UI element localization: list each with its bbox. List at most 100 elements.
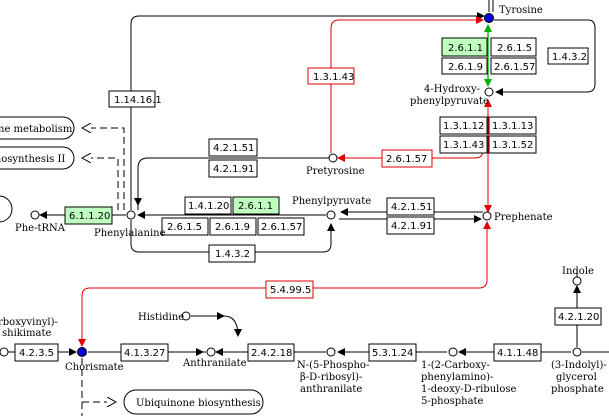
enzyme-2-6-1-5-tyr[interactable]: 2.6.1.5: [490, 37, 537, 57]
compound-carboxyvinyl-shikimate[interactable]: [0, 347, 9, 357]
enzyme-1-4-3-2-phe[interactable]: 1.4.3.2: [208, 244, 256, 263]
enzyme-4-2-1-91-a[interactable]: 4.2.1.91: [208, 159, 258, 178]
label-indole: Indole: [562, 266, 594, 277]
map-biosynthesis[interactable]: iosynthesis II: [0, 146, 75, 170]
enzyme-label: 6.1.1.20: [69, 211, 110, 222]
enzyme-label: 2.6.1.9: [215, 222, 250, 233]
enzyme-1-3-1-43[interactable]: 1.3.1.43: [439, 135, 488, 154]
reaction-histidine-curve: [223, 315, 242, 337]
enzyme-2-6-1-5-phe[interactable]: 2.6.1.5: [161, 217, 209, 236]
enzyme-2-6-1-1-tyr[interactable]: 2.6.1.1: [441, 37, 488, 57]
compound-prpa[interactable]: [326, 347, 336, 357]
enzyme-4-2-1-51-b[interactable]: 4.2.1.51: [386, 197, 435, 216]
enzyme-label: 1.3.1.52: [492, 140, 533, 151]
enzyme-2-4-2-18[interactable]: 2.4.2.18: [247, 343, 295, 362]
enzyme-5-4-99-5[interactable]: 5.4.99.5: [265, 280, 314, 299]
enzyme-label: 2.6.1.9: [448, 62, 483, 73]
label-prephenate: Prephenate: [494, 212, 553, 223]
enzyme-label: 1.4.3.2: [552, 52, 587, 63]
enzyme-1-3-1-52[interactable]: 1.3.1.52: [488, 135, 537, 154]
compound-phe-trna[interactable]: [30, 210, 40, 220]
label-cdrp-1: 1-(2-Carboxy-: [421, 360, 490, 371]
enzyme-4-1-1-48[interactable]: 4.1.1.48: [493, 343, 542, 362]
enzyme-2-6-1-57-pre[interactable]: 2.6.1.57: [381, 149, 433, 168]
enzyme-4-1-3-27[interactable]: 4.1.3.27: [120, 343, 169, 362]
enzyme-4-2-1-20[interactable]: 4.2.1.20: [554, 307, 602, 326]
enzyme-label: 1.3.1.12: [443, 121, 484, 132]
compound-igp[interactable]: [572, 347, 582, 357]
label-histidine: Histidine: [138, 312, 184, 323]
compound-hydroxyphenylpyruvate[interactable]: [484, 87, 494, 97]
label-anthranilate: Anthranilate: [182, 358, 247, 369]
label-prpa-1: N-(5-Phospho-: [297, 360, 369, 371]
enzyme-1-3-1-12[interactable]: 1.3.1.12: [439, 116, 488, 135]
link-biosynthesis: [82, 158, 119, 210]
reaction-pretyr-tyr: [330, 16, 484, 153]
enzyme-1-4-3-2-tyr[interactable]: 1.4.3.2: [547, 47, 589, 65]
enzyme-2-6-1-57-tyr[interactable]: 2.6.1.57: [490, 57, 537, 75]
compound-chorismate[interactable]: [77, 347, 87, 357]
enzyme-label: 2.6.1.1: [238, 201, 273, 212]
compound-phenylalanine[interactable]: [126, 210, 136, 220]
label-igp-1: (3-Indolyl)-: [551, 360, 607, 371]
reaction-tyr-oxidase: [494, 19, 596, 96]
enzyme-4-2-1-91-b[interactable]: 4.2.1.91: [386, 216, 435, 235]
compound-cdrp[interactable]: [448, 347, 458, 357]
label-chorismate: Chorismate: [65, 362, 124, 373]
map-metabolism[interactable]: ne metabolism: [0, 116, 75, 140]
enzyme-4-2-1-51-a[interactable]: 4.2.1.51: [208, 138, 258, 157]
enzyme-1-4-1-20[interactable]: 1.4.1.20: [184, 196, 232, 215]
enzyme-label: 5.3.1.24: [372, 348, 413, 359]
enzyme-label: 2.6.1.57: [261, 222, 302, 233]
map-ubiquinone[interactable]: Ubiquinone biosynthesis: [123, 389, 264, 415]
enzyme-5-3-1-24[interactable]: 5.3.1.24: [368, 343, 417, 362]
enzyme-2-6-1-9-tyr[interactable]: 2.6.1.9: [441, 57, 488, 75]
enzyme-label: 5.4.99.5: [270, 285, 311, 296]
enzyme-label: 4.2.1.20: [558, 312, 599, 323]
map-biosynthesis-label: iosynthesis II: [0, 154, 65, 165]
enzyme-2-6-1-9-phe[interactable]: 2.6.1.9: [209, 217, 257, 236]
label-phe-trna: Phe-tRNA: [15, 223, 66, 234]
enzyme-label: 2.6.1.5: [167, 222, 202, 233]
enzyme-label: 4.2.1.91: [213, 164, 254, 175]
label-igp-2: glycerol: [556, 372, 597, 383]
compound-indole[interactable]: [572, 276, 582, 286]
enzyme-label: 4.1.3.27: [124, 348, 165, 359]
label-phenylalanine: Phenylalanine: [94, 228, 166, 239]
enzyme-label: 1.4.3.2: [215, 249, 250, 260]
enzyme-label: 2.6.1.57: [386, 154, 427, 165]
enzyme-label: 1.14.16.1: [114, 95, 162, 106]
compound-histidine[interactable]: [181, 311, 191, 321]
compound-pretyrosine[interactable]: [328, 153, 338, 163]
compound-prephenate[interactable]: [482, 211, 492, 221]
label-hpp-1: 4-Hydroxy-: [424, 84, 480, 95]
label-cdrp-4: 5-phosphate: [421, 396, 484, 407]
compound-phenylpyruvate[interactable]: [326, 210, 336, 220]
enzyme-4-2-3-5[interactable]: 4.2.3.5: [14, 343, 59, 362]
label-carboxyvinyl-1: rboxyvinyl)-: [0, 317, 58, 328]
compound-tyrosine[interactable]: [484, 13, 494, 23]
enzyme-1-3-1-43-pretyr[interactable]: 1.3.1.43: [307, 67, 355, 85]
reaction-phe-to-tyr: [130, 12, 485, 210]
map-partial[interactable]: [0, 195, 13, 223]
enzyme-1-14-16-1[interactable]: 1.14.16.1: [108, 90, 162, 108]
label-pretyrosine: Pretyrosine: [306, 166, 365, 177]
map-ubiquinone-label: Ubiquinone biosynthesis: [136, 398, 261, 409]
enzyme-label: 1.3.1.43: [443, 140, 484, 151]
link-metabolism: [82, 128, 125, 210]
enzyme-6-1-1-20[interactable]: 6.1.1.20: [64, 206, 113, 225]
label-cdrp-2: phenylamino)-: [421, 372, 493, 383]
compound-anthranilate[interactable]: [206, 347, 216, 357]
enzyme-2-6-1-57-phe[interactable]: 2.6.1.57: [257, 217, 305, 236]
enzyme-label: 4.2.1.91: [391, 221, 432, 232]
enzyme-label: 2.6.1.5: [497, 43, 532, 54]
enzyme-2-6-1-1-phe[interactable]: 2.6.1.1: [232, 196, 280, 215]
enzyme-label: 1.3.1.43: [313, 72, 354, 83]
enzyme-label: 4.2.1.51: [213, 143, 254, 154]
enzyme-label: 4.1.1.48: [497, 348, 538, 359]
enzyme-1-3-1-13[interactable]: 1.3.1.13: [488, 116, 537, 135]
label-carboxyvinyl-2: shikimate: [2, 328, 51, 339]
label-cdrp-3: 1-deoxy-D-ribulose: [421, 384, 517, 395]
label-igp-3: phosphate: [551, 384, 604, 395]
